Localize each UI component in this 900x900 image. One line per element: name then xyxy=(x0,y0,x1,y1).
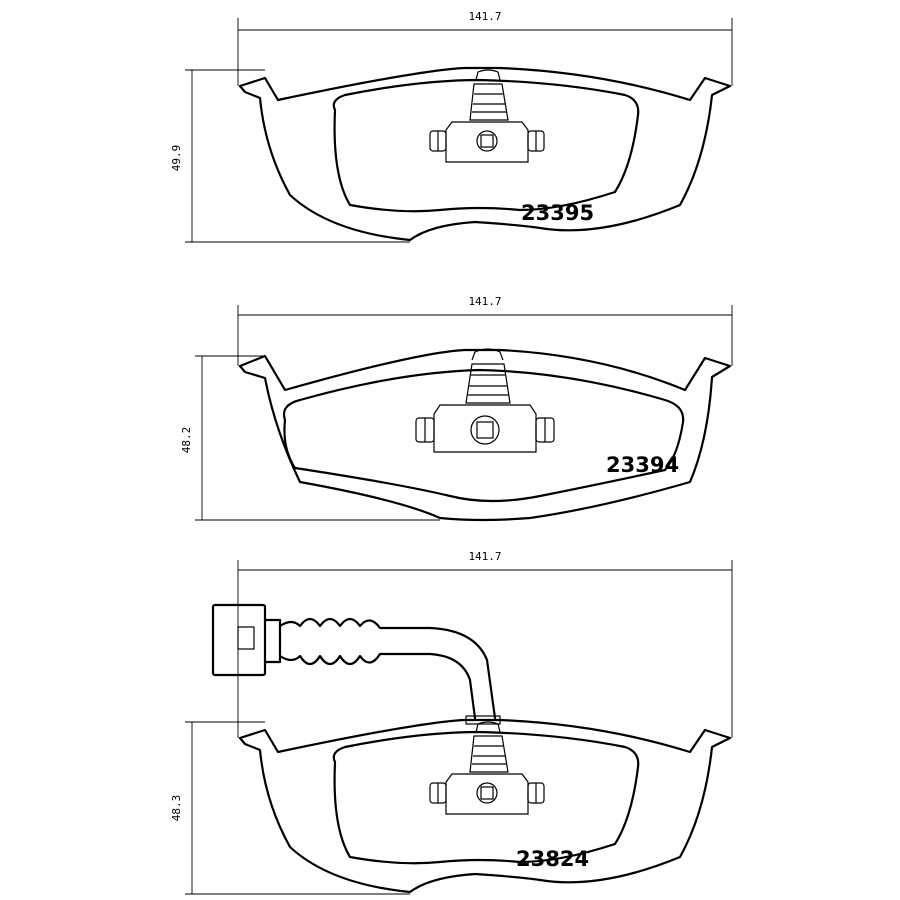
pad-2-outline xyxy=(238,348,732,522)
pad-3-width-label: 141.7 xyxy=(468,550,501,563)
pad-2-height-label: 48.2 xyxy=(180,427,193,454)
pad-2-part-number: 23394 xyxy=(606,453,679,477)
pad-1-width-label: 141.7 xyxy=(468,10,501,23)
pad-1-outline xyxy=(238,66,732,242)
pad-1: 141.7 49.9 23395 xyxy=(170,10,733,243)
pad-3-height-dimension: 48.3 xyxy=(170,721,410,895)
pad-2-width-dimension: 141.7 xyxy=(237,295,733,366)
pad-3-part-number: 23824 xyxy=(516,847,589,871)
pad-2-height-dimension: 48.2 xyxy=(180,355,440,521)
wear-sensor xyxy=(211,603,501,725)
pad-1-width-dimension: 141.7 xyxy=(237,10,733,86)
pad-3-outline xyxy=(238,718,732,894)
pad-3-height-label: 48.3 xyxy=(170,795,183,822)
pad-3: 141.7 48.3 23824 xyxy=(170,550,733,895)
pad-3-width-dimension: 141.7 xyxy=(237,550,733,738)
pad-1-height-label: 49.9 xyxy=(170,145,183,172)
pad-1-height-dimension: 49.9 xyxy=(170,69,410,243)
pad-2: 141.7 48.2 23394 xyxy=(180,295,733,522)
pad-1-part-number: 23395 xyxy=(521,201,594,225)
pad-2-width-label: 141.7 xyxy=(468,295,501,308)
